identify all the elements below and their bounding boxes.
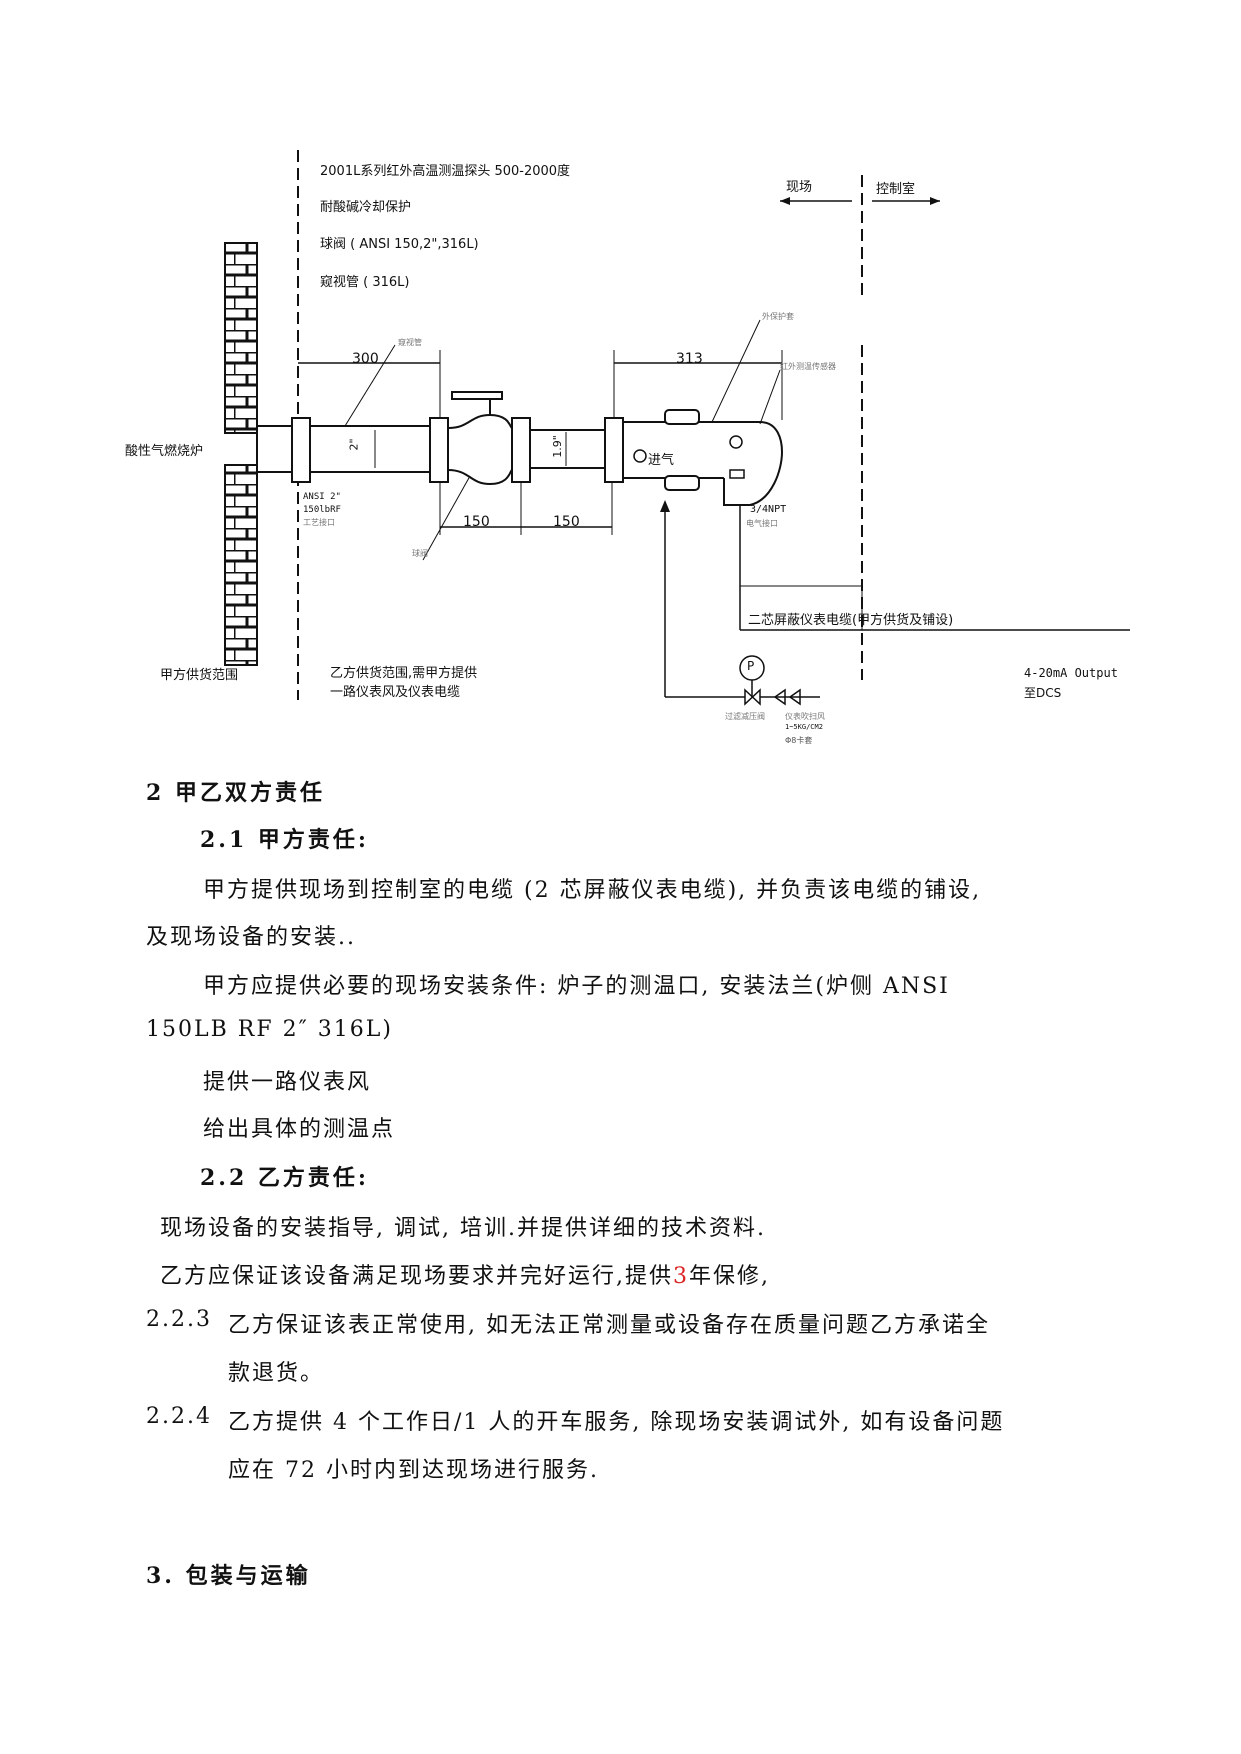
s21-p1-line2: 及现场设备的安装.. <box>146 925 356 950</box>
s22-p2-before: 乙方应保证该设备满足现场要求并完好运行,提供 <box>160 1264 673 1289</box>
dim-313: 313 <box>676 351 703 367</box>
flange-1 <box>429 417 449 483</box>
s21-p1-line1: 甲方提供现场到控制室的电缆 (2 芯屏蔽仪表电缆), 并负责该电缆的铺设, <box>203 878 982 903</box>
furnace-wall-lower <box>224 464 258 666</box>
flange-spec-1: ANSI 2" <box>303 492 341 502</box>
air-small-label-3: Φ8卡套 <box>785 736 813 745</box>
section-2-1-heading: 2.1 甲方责任: <box>200 827 370 853</box>
s21-p2-line2: 150LB RF 2″ 316L) <box>146 1017 393 1042</box>
valve-handle <box>451 391 503 400</box>
dim-300: 300 <box>352 351 379 367</box>
furnace-label: 酸性气燃烧炉 <box>125 444 204 459</box>
s223-line1: 乙方保证该表正常使用, 如无法正常测量或设备存在质量问题乙方承诺全 <box>228 1313 990 1338</box>
dim-150-a: 150 <box>463 514 490 530</box>
ball-valve-label: 球阀 ( ANSI 150,2",316L) <box>320 237 479 252</box>
air-small-label-2: 1~5KG/CM2 <box>785 723 823 731</box>
npt-label: 3/4NPT <box>750 504 787 515</box>
s224-line1: 乙方提供 4 个工作日/1 人的开车服务, 除现场安装调试外, 如有设备问题 <box>228 1410 1005 1435</box>
s22-p1: 现场设备的安装指导, 调试, 培训.并提供详细的技术资料. <box>160 1216 766 1241</box>
flange-furnace <box>291 417 311 483</box>
cooling-label: 耐酸碱冷却保护 <box>320 200 412 215</box>
s223-number: 2.2.3 <box>146 1307 212 1332</box>
sight-tube-label: 窥视管 ( 316L) <box>320 275 410 290</box>
section-2-2-heading: 2.2 乙方责任: <box>200 1165 370 1191</box>
dim-19-inch: 1.9" <box>550 435 564 458</box>
installation-diagram <box>224 150 1130 706</box>
section-2-heading: 2 甲乙双方责任 <box>146 780 325 806</box>
pressure-gauge <box>739 655 765 681</box>
regulator-small-label: 过滤减压阀 <box>725 712 765 721</box>
furnace-wall-upper <box>224 242 258 434</box>
probe-label: 2001L系列红外高温测温探头 500-2000度 <box>320 164 571 179</box>
section-3-heading: 3. 包装与运输 <box>146 1563 311 1589</box>
output-label: 4-20mA Output <box>1024 666 1118 680</box>
dcs-label: 至DCS <box>1024 686 1062 700</box>
gauge-letter: P <box>747 659 755 673</box>
dim-2-inch: 2" <box>347 438 361 451</box>
sensor-small-label: 红外测温传感器 <box>780 362 836 371</box>
air-small-label-1: 仪表吹扫风 <box>785 712 825 721</box>
sensor-head <box>718 421 784 506</box>
party-b-scope-label-2: 一路仪表风及仪表电缆 <box>330 685 461 700</box>
cable-label: 二芯屏蔽仪表电缆(甲方供货及铺设) <box>748 613 954 628</box>
party-a-scope-label: 甲方供货范围 <box>160 668 239 683</box>
s22-p2: 乙方应保证该设备满足现场要求并完好运行,提供3年保修, <box>160 1258 770 1290</box>
sight-tube-small-label: 窥视管 <box>398 338 422 347</box>
inlet-label: 进气 <box>648 453 675 468</box>
warranty-years: 3 <box>673 1264 689 1289</box>
s224-number: 2.2.4 <box>146 1404 212 1429</box>
flange-2 <box>511 417 531 483</box>
housing-small-label: 外保护套 <box>762 312 794 321</box>
control-room-label: 控制室 <box>876 182 916 197</box>
flange-spec-3: 工艺接口 <box>303 518 335 527</box>
ball-valve-small-label: 球阀 <box>412 549 428 558</box>
s21-p3: 提供一路仪表风 <box>203 1070 372 1095</box>
s223-line2: 款退货。 <box>228 1361 325 1386</box>
ball-valve-body <box>447 413 513 486</box>
s22-p2-after: 年保修, <box>689 1264 770 1289</box>
flange-3 <box>604 417 624 483</box>
s224-line2: 应在 72 小时内到达现场进行服务. <box>228 1458 599 1483</box>
electric-port-label: 电气接口 <box>746 519 778 528</box>
field-label: 现场 <box>786 180 813 195</box>
s21-p4: 给出具体的测温点 <box>203 1117 396 1142</box>
dim-150-b: 150 <box>553 514 580 530</box>
s21-p2-line1: 甲方应提供必要的现场安装条件: 炉子的测温口, 安装法兰(炉侧 ANSI <box>203 974 950 999</box>
party-b-scope-label-1: 乙方供货范围,需甲方提供 <box>330 666 478 681</box>
flange-spec-2: 150lbRF <box>303 505 341 515</box>
